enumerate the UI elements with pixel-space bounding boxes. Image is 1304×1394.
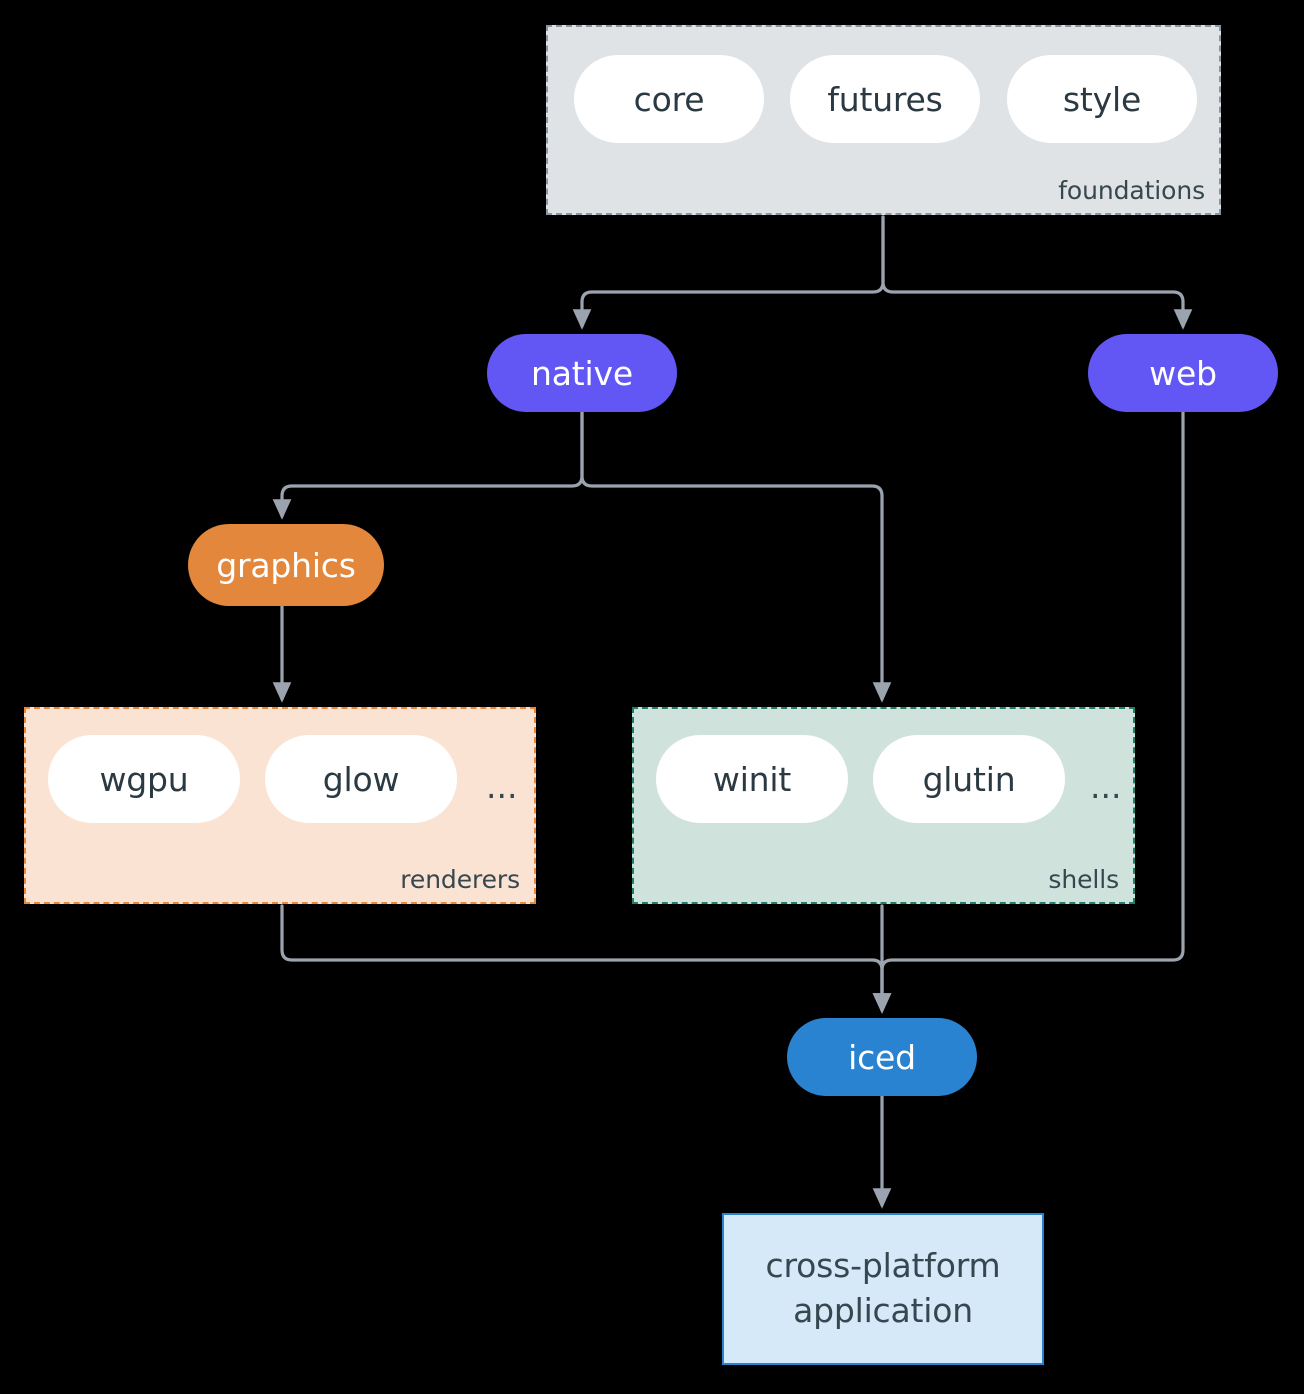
cluster-foundations[interactable]: core futures style foundations xyxy=(546,25,1221,215)
edge-native-graphics xyxy=(272,410,584,520)
cluster-renderers[interactable]: wgpu glow ... renderers xyxy=(24,707,536,904)
cluster-label-foundations: foundations xyxy=(1058,176,1205,205)
edge-foundations-native xyxy=(572,215,885,330)
leaf-core[interactable]: core xyxy=(574,55,764,143)
node-iced[interactable]: iced xyxy=(787,1018,977,1096)
cluster-shells[interactable]: winit glutin ... shells xyxy=(632,707,1135,904)
node-graphics[interactable]: graphics xyxy=(188,524,384,606)
leaf-futures[interactable]: futures xyxy=(790,55,980,143)
node-cross-platform-application[interactable]: cross-platform application xyxy=(722,1213,1044,1365)
cluster-label-renderers: renderers xyxy=(400,865,520,894)
leaf-wgpu[interactable]: wgpu xyxy=(48,735,240,823)
edge-renderers-iced xyxy=(280,904,892,1014)
application-line-1: cross-platform xyxy=(765,1246,1001,1286)
renderers-ellipsis: ... xyxy=(486,767,518,806)
cluster-label-shells: shells xyxy=(1048,865,1119,894)
node-web[interactable]: web xyxy=(1088,334,1278,412)
node-native[interactable]: native xyxy=(487,334,677,412)
edge-foundations-web xyxy=(881,215,1193,330)
edge-native-shells xyxy=(580,410,892,703)
application-line-2: application xyxy=(793,1291,973,1330)
leaf-glutin[interactable]: glutin xyxy=(873,735,1065,823)
leaf-style[interactable]: style xyxy=(1007,55,1197,143)
shells-ellipsis: ... xyxy=(1090,767,1122,806)
leaf-glow[interactable]: glow xyxy=(265,735,457,823)
leaf-winit[interactable]: winit xyxy=(656,735,848,823)
